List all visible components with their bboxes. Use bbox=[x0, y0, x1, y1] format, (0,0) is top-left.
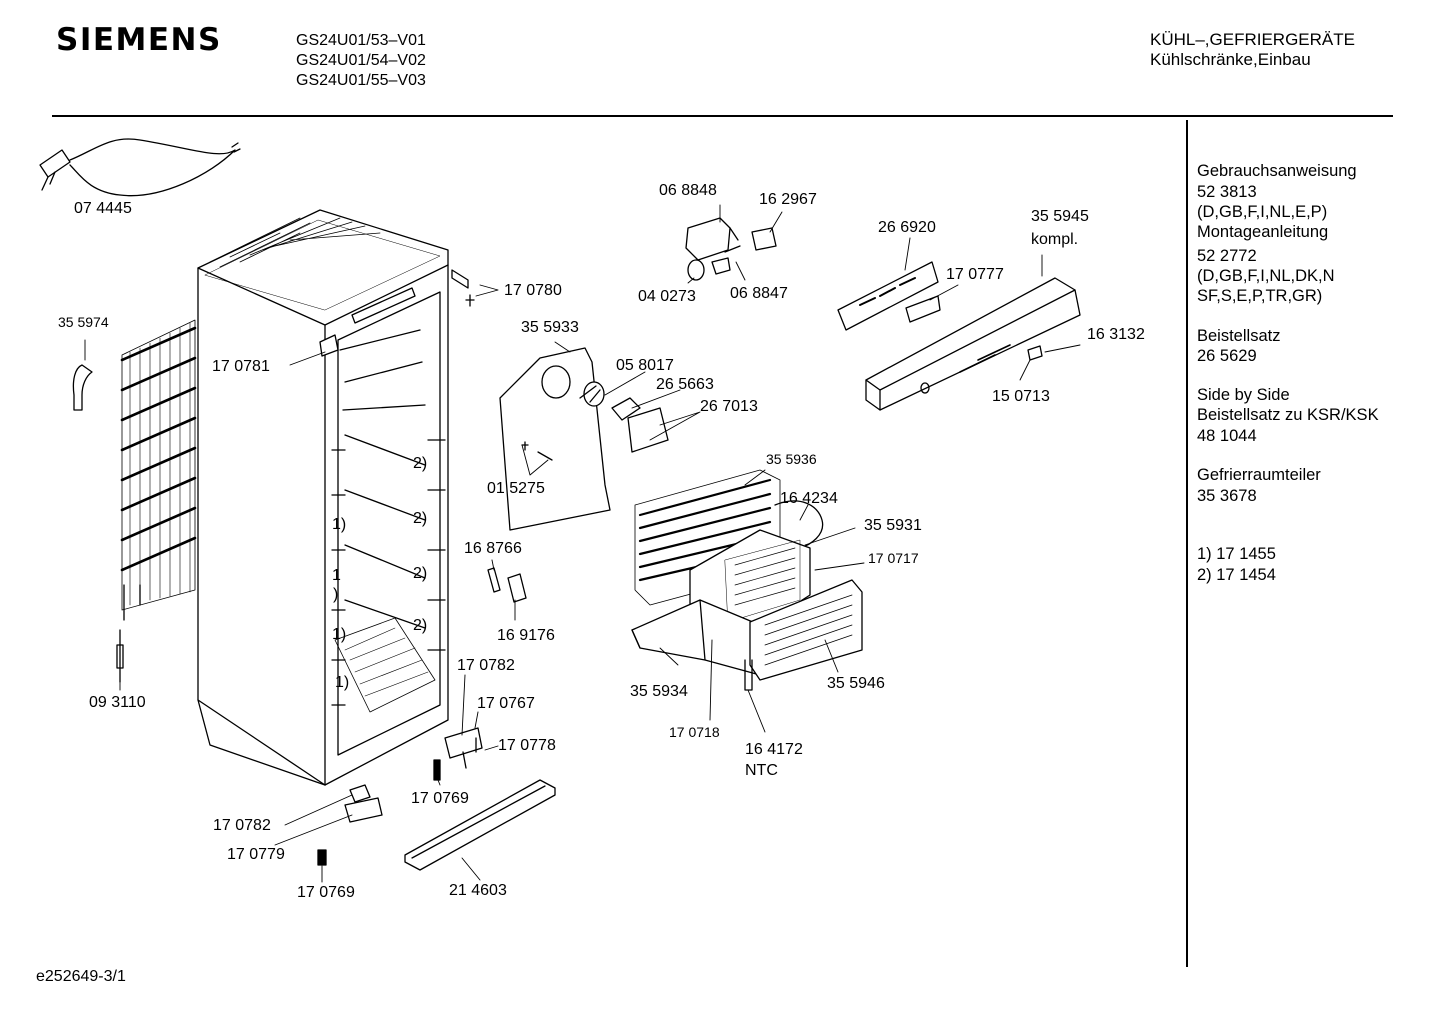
freezer-drawer-drawing bbox=[631, 529, 863, 691]
cabinet-drawing bbox=[197, 209, 449, 786]
part-label-35-5936: 35 5936 bbox=[766, 451, 817, 467]
part-label-16-9176: 16 9176 bbox=[497, 627, 555, 644]
cover-drawing bbox=[507, 573, 527, 603]
part-label-16-4234: 16 4234 bbox=[780, 490, 838, 507]
footnote-marker: ) bbox=[333, 586, 339, 603]
part-label-16-8766: 16 8766 bbox=[464, 540, 522, 557]
part-label-17-0782-bottom: 17 0782 bbox=[213, 817, 271, 834]
part-label-17-0717: 17 0717 bbox=[868, 550, 919, 566]
model-line-1: GS24U01/53–V01 bbox=[296, 32, 426, 49]
condenser-drawing bbox=[120, 319, 197, 621]
hinge-drawing bbox=[317, 269, 483, 866]
kick-plate-edge bbox=[411, 785, 546, 859]
sidebar-line: Beistellsatz bbox=[1197, 327, 1281, 345]
header-divider bbox=[52, 115, 1393, 117]
footnote-marker: 1) bbox=[335, 674, 350, 691]
sidebar-line: (D,GB,F,I,NL,DK,N bbox=[1197, 267, 1335, 285]
category-subtitle: Kühlschränke,Einbau bbox=[1150, 50, 1311, 69]
model-line-2: GS24U01/54–V02 bbox=[296, 52, 426, 69]
part-label-26-6920: 26 6920 bbox=[878, 219, 936, 236]
part-label-16-3132: 16 3132 bbox=[1087, 326, 1145, 343]
sidebar-line: 1) 17 1455 bbox=[1197, 545, 1276, 563]
sidebar-line: 35 3678 bbox=[1197, 487, 1257, 505]
part-label-35-5946: 35 5946 bbox=[827, 675, 885, 692]
part-label-17-0780: 17 0780 bbox=[504, 282, 562, 299]
sidebar-line: Gefrierraumteiler bbox=[1197, 466, 1321, 484]
part-label-05-8017: 05 8017 bbox=[616, 357, 674, 374]
part-label-06-8847: 06 8847 bbox=[730, 285, 788, 302]
part-label-35-5945: 35 5945 bbox=[1031, 208, 1089, 225]
part-label-kompl: kompl. bbox=[1031, 231, 1079, 248]
footnote-marker: 1) bbox=[332, 626, 347, 643]
model-line-3: GS24U01/55–V03 bbox=[296, 72, 426, 89]
control-panel-drawing bbox=[865, 277, 1081, 411]
brand-logo: SIEMENS bbox=[56, 22, 222, 58]
sidebar-divider bbox=[1186, 120, 1188, 967]
part-label-17-0779: 17 0779 bbox=[227, 846, 285, 863]
sidebar-line: Side by Side bbox=[1197, 386, 1290, 404]
part-label-07-4445: 07 4445 bbox=[74, 200, 132, 217]
sidebar-line: Montageanleitung bbox=[1197, 223, 1329, 241]
footnote-marker: 1) bbox=[332, 516, 347, 533]
lamp-holder-drawing bbox=[685, 217, 777, 281]
sidebar-line: (D,GB,F,I,NL,E,P) bbox=[1197, 203, 1328, 221]
footnote-marker: 2) bbox=[413, 510, 428, 527]
footnote-marker: 1 bbox=[332, 567, 341, 584]
part-label-21-4603: 21 4603 bbox=[449, 882, 507, 899]
part-label-15-0713: 15 0713 bbox=[992, 388, 1050, 405]
leader-lines bbox=[84, 204, 1081, 883]
sidebar-line: Gebrauchsanweisung bbox=[1197, 162, 1357, 180]
part-label-16-2967: 16 2967 bbox=[759, 191, 817, 208]
control-board-drawing bbox=[837, 261, 941, 331]
sidebar-line: 52 3813 bbox=[1197, 183, 1257, 201]
footnote-marker: 2) bbox=[413, 617, 428, 634]
exploded-parts-diagram bbox=[39, 138, 1081, 883]
sidebar-line: 26 5629 bbox=[1197, 347, 1257, 365]
part-label-35-5974: 35 5974 bbox=[58, 314, 109, 330]
part-label-35-5934: 35 5934 bbox=[630, 683, 688, 700]
clip-drawing bbox=[487, 567, 501, 593]
part-label-17-0767: 17 0767 bbox=[477, 695, 535, 712]
part-label-17-0769-top: 17 0769 bbox=[411, 790, 469, 807]
part-label-17-0718: 17 0718 bbox=[669, 724, 720, 740]
sidebar-line: SF,S,E,P,TR,GR) bbox=[1197, 287, 1323, 305]
part-label-ntc: NTC bbox=[745, 762, 778, 779]
evaporator-cover-drawing bbox=[499, 347, 669, 531]
sidebar-line: 52 2772 bbox=[1197, 247, 1257, 265]
part-label-17-0777: 17 0777 bbox=[946, 266, 1004, 283]
part-label-09-3110: 09 3110 bbox=[89, 694, 146, 711]
part-label-17-0781: 17 0781 bbox=[212, 358, 270, 375]
part-label-17-0769-bottom: 17 0769 bbox=[297, 884, 355, 901]
part-label-26-5663: 26 5663 bbox=[656, 376, 714, 393]
category-title: KÜHL–,GEFRIERGERÄTE bbox=[1150, 30, 1355, 49]
part-label-16-4172: 16 4172 bbox=[745, 741, 803, 758]
sidebar-line: 2) 17 1454 bbox=[1197, 566, 1276, 584]
part-label-17-0778: 17 0778 bbox=[498, 737, 556, 754]
drain-hose-drawing bbox=[72, 364, 93, 411]
sidebar-line: 48 1044 bbox=[1197, 427, 1257, 445]
sidebar-line: Beistellsatz zu KSR/KSK bbox=[1197, 406, 1379, 424]
part-label-26-7013: 26 7013 bbox=[700, 398, 758, 415]
part-label-04-0273: 04 0273 bbox=[638, 288, 696, 305]
footnote-marker: 2) bbox=[413, 565, 428, 582]
part-label-01-5275: 01 5275 bbox=[487, 480, 545, 497]
footnote-marker: 2) bbox=[413, 455, 428, 472]
part-label-35-5931: 35 5931 bbox=[864, 517, 922, 534]
part-label-17-0782-top: 17 0782 bbox=[457, 657, 515, 674]
part-label-06-8848: 06 8848 bbox=[659, 182, 717, 199]
document-code: e252649-3/1 bbox=[36, 968, 126, 985]
kick-plate-drawing bbox=[404, 779, 556, 871]
part-label-35-5933: 35 5933 bbox=[521, 319, 579, 336]
power-cord-drawing bbox=[39, 138, 241, 197]
